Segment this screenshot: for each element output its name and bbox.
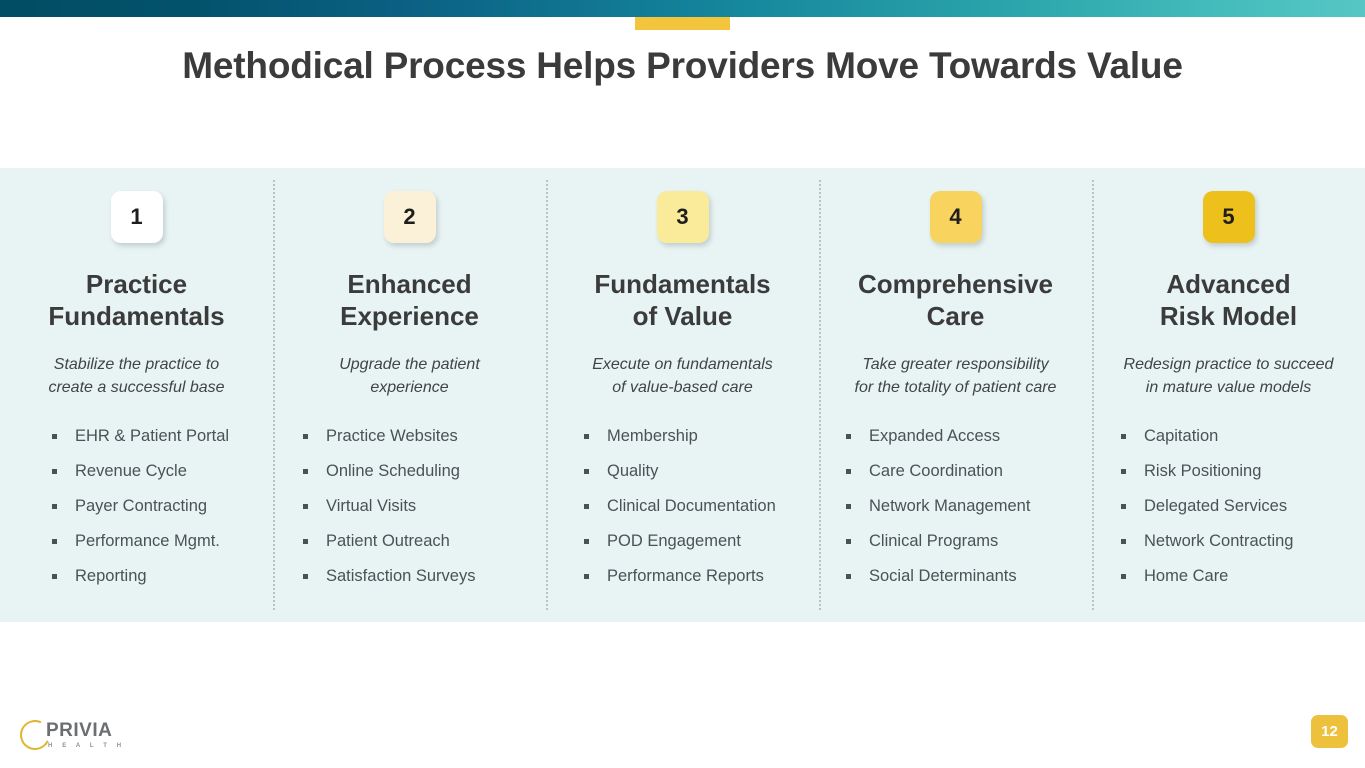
stage-subtitle-2: Upgrade the patient experience — [339, 356, 480, 397]
logo-wordmark: PRIVIA H E A L T H — [46, 721, 125, 749]
stage-title-2: Enhanced Experience — [340, 269, 479, 331]
stage-subtitle-3: Execute on fundamentals of value-based c… — [592, 356, 773, 397]
stage-subtitle-5: Redesign practice to succeed in mature v… — [1123, 356, 1334, 397]
page-number-badge: 12 — [1311, 715, 1348, 748]
list-item: Performance Mgmt. — [48, 532, 261, 551]
list-item: Expanded Access — [842, 427, 1080, 446]
logo-tagline: H E A L T H — [48, 743, 126, 749]
stage-item-list-5: Capitation Risk Positioning Delegated Se… — [1104, 427, 1353, 602]
stage-columns: 1 Practice Fundamentals Stabilize the pr… — [0, 168, 1365, 622]
list-item: Risk Positioning — [1117, 462, 1353, 481]
stage-title-5: Advanced Risk Model — [1159, 269, 1298, 331]
list-item: Network Management — [842, 497, 1080, 516]
list-item: Practice Websites — [299, 427, 534, 446]
privia-health-logo: PRIVIA H E A L T H — [15, 715, 140, 755]
list-item: POD Engagement — [580, 532, 807, 551]
stage-item-list-4: Expanded Access Care Coordination Networ… — [831, 427, 1080, 602]
list-item: Home Care — [1117, 567, 1353, 586]
list-item: Social Determinants — [842, 567, 1080, 586]
list-item: Delegated Services — [1117, 497, 1353, 516]
stage-subtitle-4: Take greater responsibility for the tota… — [854, 356, 1057, 397]
list-item: EHR & Patient Portal — [48, 427, 261, 446]
list-item: Payer Contracting — [48, 497, 261, 516]
stage-item-list-3: Membership Quality Clinical Documentatio… — [558, 427, 807, 602]
accent-tab — [635, 17, 730, 30]
stage-subtitle-1: Stabilize the practice to create a succe… — [48, 356, 225, 397]
stage-item-list-1: EHR & Patient Portal Revenue Cycle Payer… — [12, 427, 261, 602]
stage-column-5[interactable]: 5 Advanced Risk Model Redesign practice … — [1092, 168, 1365, 622]
list-item: Membership — [580, 427, 807, 446]
list-item: Clinical Programs — [842, 532, 1080, 551]
stage-item-list-2: Practice Websites Online Scheduling Virt… — [285, 427, 534, 602]
list-item: Patient Outreach — [299, 532, 534, 551]
stage-number-badge-5: 5 — [1202, 191, 1255, 243]
list-item: Reporting — [48, 567, 261, 586]
stage-column-3[interactable]: 3 Fundamentals of Value Execute on funda… — [546, 168, 819, 622]
stage-number-badge-4: 4 — [929, 191, 982, 243]
list-item: Network Contracting — [1117, 532, 1353, 551]
list-item: Quality — [580, 462, 807, 481]
stage-column-4[interactable]: 4 Comprehensive Care Take greater respon… — [819, 168, 1092, 622]
list-item: Virtual Visits — [299, 497, 534, 516]
stage-title-1: Practice Fundamentals — [48, 269, 225, 331]
list-item: Capitation — [1117, 427, 1353, 446]
logo-name: PRIVIA — [46, 720, 113, 741]
content-panel: 1 Practice Fundamentals Stabilize the pr… — [0, 168, 1365, 622]
stage-number-badge-3: 3 — [656, 191, 709, 243]
stage-column-1[interactable]: 1 Practice Fundamentals Stabilize the pr… — [0, 168, 273, 622]
list-item: Care Coordination — [842, 462, 1080, 481]
list-item: Clinical Documentation — [580, 497, 807, 516]
stage-number-badge-2: 2 — [383, 191, 436, 243]
stage-column-2[interactable]: 2 Enhanced Experience Upgrade the patien… — [273, 168, 546, 622]
list-item: Performance Reports — [580, 567, 807, 586]
stage-title-4: Comprehensive Care — [857, 269, 1054, 331]
list-item: Online Scheduling — [299, 462, 534, 481]
list-item: Revenue Cycle — [48, 462, 261, 481]
stage-number-badge-1: 1 — [110, 191, 163, 243]
list-item: Satisfaction Surveys — [299, 567, 534, 586]
page-title: Methodical Process Helps Providers Move … — [182, 45, 1183, 86]
stage-title-3: Fundamentals of Value — [594, 269, 771, 331]
top-gradient-bar — [0, 0, 1365, 17]
